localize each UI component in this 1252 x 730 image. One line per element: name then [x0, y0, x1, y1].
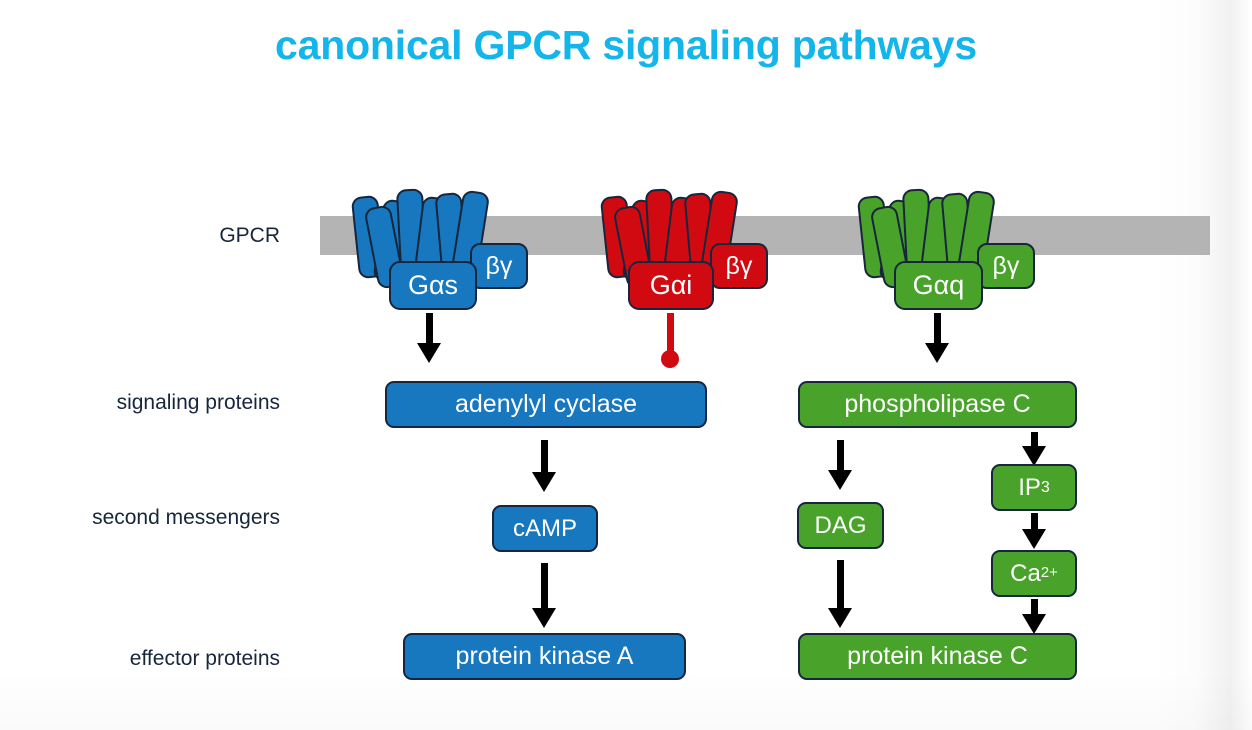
arrow-calcium-to-pkc-head [1022, 614, 1046, 634]
node-phospholipase-c[interactable]: phospholipase C [798, 381, 1077, 428]
inhibition-link-gi-to-adenylyl-cyclase-dot [661, 350, 679, 368]
row-label-effector-proteins: effector proteins [129, 647, 280, 670]
node-calcium-superscript: 2+ [1040, 565, 1058, 582]
g-alpha-q-subunit[interactable]: Gαq [894, 261, 983, 310]
beta-gamma-subunit-gq[interactable]: βγ [977, 243, 1035, 289]
node-calcium-label: Ca [1010, 559, 1041, 587]
row-label-signaling-proteins: signaling proteins [116, 391, 280, 414]
node-adenylyl-cyclase[interactable]: adenylyl cyclase [385, 381, 707, 428]
arrow-adenylyl-cyclase-to-camp-head [532, 472, 556, 492]
row-label-second-messengers: second messengers [92, 506, 280, 529]
page-title: canonical GPCR signaling pathways [275, 22, 977, 68]
arrow-gs-to-adenylyl-cyclase-stem [426, 313, 433, 345]
node-camp[interactable]: cAMP [492, 505, 598, 552]
arrow-phospholipase-c-to-ip3-stem [1031, 432, 1038, 450]
arrow-dag-to-pkc-head [828, 608, 852, 628]
node-protein-kinase-a[interactable]: protein kinase A [403, 633, 686, 680]
node-protein-kinase-c[interactable]: protein kinase C [798, 633, 1077, 680]
arrow-phospholipase-c-to-dag-head [828, 470, 852, 490]
arrow-gq-to-phospholipase-c-stem [934, 313, 941, 345]
g-alpha-s-subunit[interactable]: Gαs [389, 261, 477, 310]
node-dag[interactable]: DAG [797, 502, 884, 549]
arrow-phospholipase-c-to-dag-stem [837, 440, 844, 472]
row-label-gpcr: GPCR [219, 224, 280, 247]
arrow-camp-to-pka-head [532, 608, 556, 628]
g-alpha-i-subunit[interactable]: Gαi [628, 261, 714, 310]
arrow-ip3-to-calcium-stem [1031, 513, 1038, 533]
node-ip3-subscript: 3 [1040, 478, 1050, 496]
slide-right-edge-shading [1152, 0, 1252, 730]
beta-gamma-subunit-gi[interactable]: βγ [710, 243, 768, 289]
arrow-adenylyl-cyclase-to-camp-stem [541, 440, 548, 474]
node-ip3-label: IP [1018, 473, 1041, 501]
arrow-camp-to-pka-stem [541, 563, 548, 611]
arrow-ip3-to-calcium-head [1022, 529, 1046, 549]
arrow-dag-to-pkc-stem [837, 560, 844, 610]
inhibition-link-gi-to-adenylyl-cyclase-stem [667, 313, 674, 355]
arrow-calcium-to-pkc-stem [1031, 599, 1038, 617]
arrow-gs-to-adenylyl-cyclase-head [417, 343, 441, 363]
arrow-gq-to-phospholipase-c-head [925, 343, 949, 363]
arrow-phospholipase-c-to-ip3-head [1022, 446, 1046, 466]
beta-gamma-subunit-gs[interactable]: βγ [470, 243, 528, 289]
